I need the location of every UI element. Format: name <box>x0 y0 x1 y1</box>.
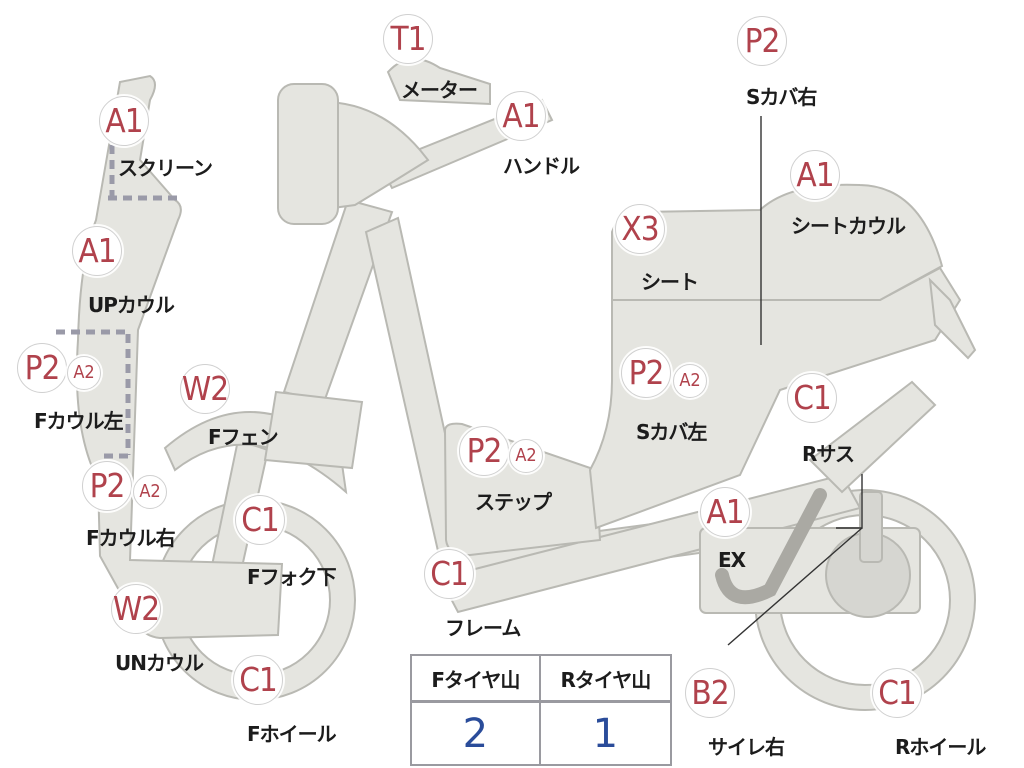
code-badge: C1 <box>787 373 837 423</box>
code-badge: C1 <box>424 549 474 599</box>
code-badge: W2 <box>111 584 161 634</box>
part-label: ハンドル <box>503 154 580 178</box>
part-label: シート <box>641 270 699 294</box>
front-tire-value: 2 <box>412 701 541 764</box>
code-badge: P2 <box>737 16 787 66</box>
code-badge: A1 <box>496 91 546 141</box>
code-badge: A1 <box>99 96 149 146</box>
part-label: フレーム <box>445 616 521 640</box>
front-tire-header: Fタイヤ山 <box>412 656 541 703</box>
code-badge: C1 <box>235 495 285 545</box>
part-label: Fフォク下 <box>247 565 337 589</box>
code-badge: A1 <box>790 150 840 200</box>
tire-tread-table: Fタイヤ山 Rタイヤ山 2 1 <box>410 654 672 766</box>
rear-suspension <box>808 380 937 494</box>
part-label: サイレ右 <box>708 735 785 759</box>
part-label: UPカウル <box>88 293 175 317</box>
part-label: Fカウル左 <box>34 409 124 433</box>
code-badge: P2 <box>17 343 67 393</box>
sub-code-badge: A2 <box>67 356 101 390</box>
part-label: EX <box>718 548 746 572</box>
part-label: Fホイール <box>247 722 337 746</box>
code-badge: W2 <box>180 364 230 414</box>
rear-shock-lower <box>859 491 883 563</box>
code-badge: C1 <box>872 668 922 718</box>
code-badge: P2 <box>459 426 509 476</box>
part-label: ステップ <box>475 490 552 514</box>
front-wheel <box>153 499 357 701</box>
exhaust-pipe <box>715 488 827 605</box>
rear-tire-value: 1 <box>592 710 619 757</box>
code-badge: P2 <box>621 348 671 398</box>
tail-cowl <box>928 277 977 360</box>
part-label: Fフェン <box>208 425 279 449</box>
part-label: Sカバ左 <box>636 420 707 444</box>
sub-code-badge: A2 <box>673 364 707 398</box>
code-badge: P2 <box>82 461 132 511</box>
front-shroud <box>263 390 364 470</box>
part-label: Sカバ右 <box>746 85 817 109</box>
code-badge: X3 <box>615 204 665 254</box>
part-label: スクリーン <box>118 156 213 180</box>
code-badge: A1 <box>700 487 750 537</box>
headlight <box>277 83 339 225</box>
meter-shape <box>386 58 491 106</box>
rear-tire-header: Rタイヤ山 <box>539 656 670 703</box>
code-badge: T1 <box>383 14 433 64</box>
part-label: メーター <box>401 78 478 102</box>
code-badge: A1 <box>72 226 122 276</box>
part-label: シートカウル <box>791 214 906 238</box>
sub-code-badge: A2 <box>509 439 543 473</box>
code-badge: B2 <box>685 668 735 718</box>
sub-code-badge: A2 <box>133 475 167 509</box>
part-label: Rサス <box>802 442 855 466</box>
part-label: Fカウル右 <box>86 526 176 550</box>
code-badge: C1 <box>233 655 283 705</box>
part-label: Rホイール <box>895 735 986 759</box>
part-label: UNカウル <box>115 651 204 675</box>
leader-muffler <box>727 527 863 646</box>
